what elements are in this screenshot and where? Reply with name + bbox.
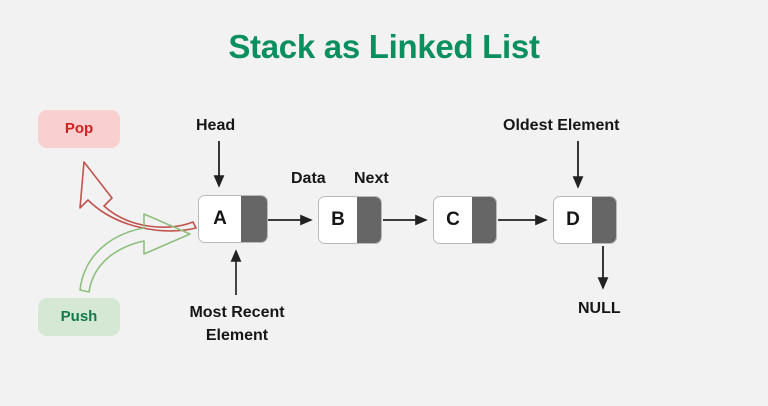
page-title: Stack as Linked List bbox=[228, 28, 540, 65]
node-next-cell bbox=[472, 197, 496, 243]
list-node-c[interactable]: C bbox=[433, 196, 497, 244]
node-data-cell: C bbox=[434, 197, 472, 243]
pop-curved-arrow bbox=[79, 161, 197, 232]
next-field-label: Next bbox=[354, 170, 389, 187]
node-data-cell: D bbox=[554, 197, 592, 243]
node-data-cell: B bbox=[319, 197, 357, 243]
head-label: Head bbox=[196, 117, 236, 134]
push-badge[interactable]: Push bbox=[38, 298, 120, 336]
oldest-element-label: Oldest Element bbox=[503, 117, 620, 134]
list-node-a[interactable]: A bbox=[198, 195, 268, 243]
node-data-cell: A bbox=[199, 196, 241, 242]
null-label: NULL bbox=[578, 300, 621, 317]
pop-badge[interactable]: Pop bbox=[38, 110, 120, 148]
data-field-label: Data bbox=[291, 170, 326, 187]
most-recent-element-label: Most Recent Element bbox=[189, 304, 285, 344]
node-next-cell bbox=[357, 197, 381, 243]
push-curved-arrow bbox=[79, 213, 191, 293]
list-node-b[interactable]: B bbox=[318, 196, 382, 244]
list-node-d[interactable]: D bbox=[553, 196, 617, 244]
node-next-cell bbox=[592, 197, 616, 243]
node-next-cell bbox=[241, 196, 267, 242]
